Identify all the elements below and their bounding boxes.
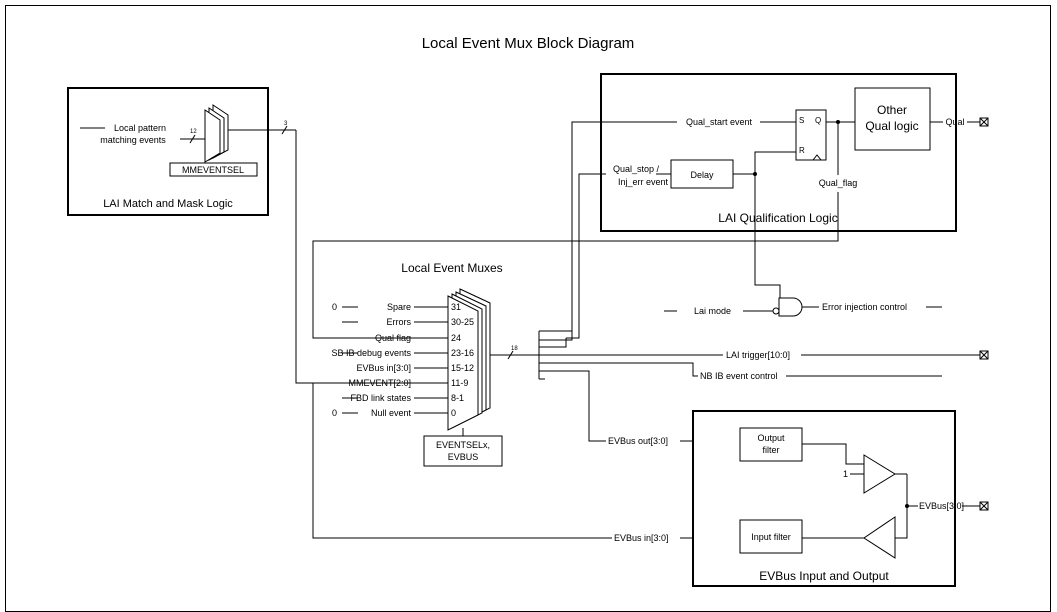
delay-label: Delay [690,170,714,180]
eventsel-box [423,435,503,467]
lai-match-box-label: LAI Match and Mask Logic [103,198,233,210]
evbus-pin-label: EVBus[3:0] [919,501,964,511]
mux-input-source: 0 [332,408,337,418]
mux-input-row: Qual flag 24 [375,333,461,343]
and-gate [772,297,803,317]
lai-trigger-terminal [979,350,989,360]
mux-input-name: SB IB debug events [331,348,411,358]
mux-input-name: Spare [387,302,411,312]
muxes-title: Local Event Muxes [401,261,502,275]
input-filter-box [739,519,803,554]
output-filter-label-1: Output [757,433,785,443]
mmeventsel-label: MMEVENTSEL [182,165,244,175]
evbus-out-label: EVBus out[3:0] [608,436,668,446]
mux-input-name: Errors [387,317,412,327]
mux-input-bits: 15-12 [451,363,474,373]
matching-events-label: matching events [100,135,166,145]
mux-input-bits: 8-1 [451,393,464,403]
diagram-title: Local Event Mux Block Diagram [422,35,635,52]
mux-bus-width-out: 18 [511,346,518,352]
output-filter-box [739,427,803,462]
mmeventsel-box [169,162,258,177]
ff-s-pin: S [799,116,804,125]
ff-r-pin: R [799,146,805,155]
lai-trigger-label: LAI trigger[10:0] [726,350,790,360]
qual-stop-label-1: Qual_stop / [613,164,660,174]
lai-match-mask-block: LAI Match and Mask Logic Local pattern m… [67,87,269,216]
mux-input-name: FBD link states [350,393,411,403]
mux-input-row: SB IB debug events 23-16 [331,348,474,358]
mux-input-name: MMEVENT[2:0] [348,378,411,388]
eventsel-label-1: EVENTSELx, [436,440,490,450]
evbus-box-label: EVBus Input and Output [759,569,889,583]
error-injection-label: Error injection control [822,302,907,312]
eventsel-label-2: EVBUS [448,452,479,462]
mux-input-name: Qual flag [375,333,411,343]
other-qual-logic-box [854,87,931,151]
mux-input-row: Errors 30-25 [342,317,474,327]
lai-mode-label: Lai mode [694,306,731,316]
mux-input-bits: 24 [451,333,461,343]
evbus-io-block: EVBus Input and Output Output filter Inp… [692,410,956,587]
mm-mux-icon [204,104,229,163]
nb-ib-label: NB IB event control [700,371,778,381]
qual-start-label: Qual_start event [686,117,753,127]
qual-output-terminal [979,117,989,127]
qualification-box-label: LAI Qualification Logic [718,211,837,225]
local-pattern-label: Local pattern [114,123,166,133]
mux-input-bits: 0 [451,408,456,418]
evbus-pin-terminal [979,501,989,511]
mux-input-row: FBD link states 8-1 [342,393,464,403]
other-qual-label-1: Other [877,103,907,117]
qual-output-label: Qual [945,117,964,127]
mux-input-row: MMEVENT[2:0] 11-9 [348,378,468,388]
mux-input-source: 0 [332,302,337,312]
match-bus-width-out: 3 [284,121,288,127]
mux-input-bits: 30-25 [451,317,474,327]
local-event-mux-icon [447,288,491,431]
qual-flag-label: Qual_flag [819,178,858,188]
output-filter-label-2: filter [762,445,779,455]
mux-input-row: 0 Spare 31 [332,302,461,312]
mux-input-name: Null event [371,408,412,418]
lai-qualification-block: LAI Qualification Logic S Q R Other Qual… [600,73,957,232]
mux-input-row: EVBus in[3:0] 15-12 [356,363,474,373]
delay-box [670,159,734,189]
qual-stop-label-2: Inj_err event [618,177,669,187]
buffer-enable-label: 1 [843,469,848,479]
match-bus-width-in: 12 [190,129,197,135]
mux-input-name: EVBus in[3:0] [356,363,411,373]
mux-input-bits: 11-9 [451,378,468,388]
ff-q-pin: Q [815,116,821,125]
mux-input-bits: 23-16 [451,348,474,358]
mux-input-row: 0 Null event 0 [332,408,456,418]
evbus-in-label: EVBus in[3:0] [614,533,669,543]
sr-flip-flop [795,109,827,161]
input-filter-label: Input filter [751,532,791,542]
mux-input-bits: 31 [451,302,461,312]
other-qual-label-2: Qual logic [865,119,918,133]
